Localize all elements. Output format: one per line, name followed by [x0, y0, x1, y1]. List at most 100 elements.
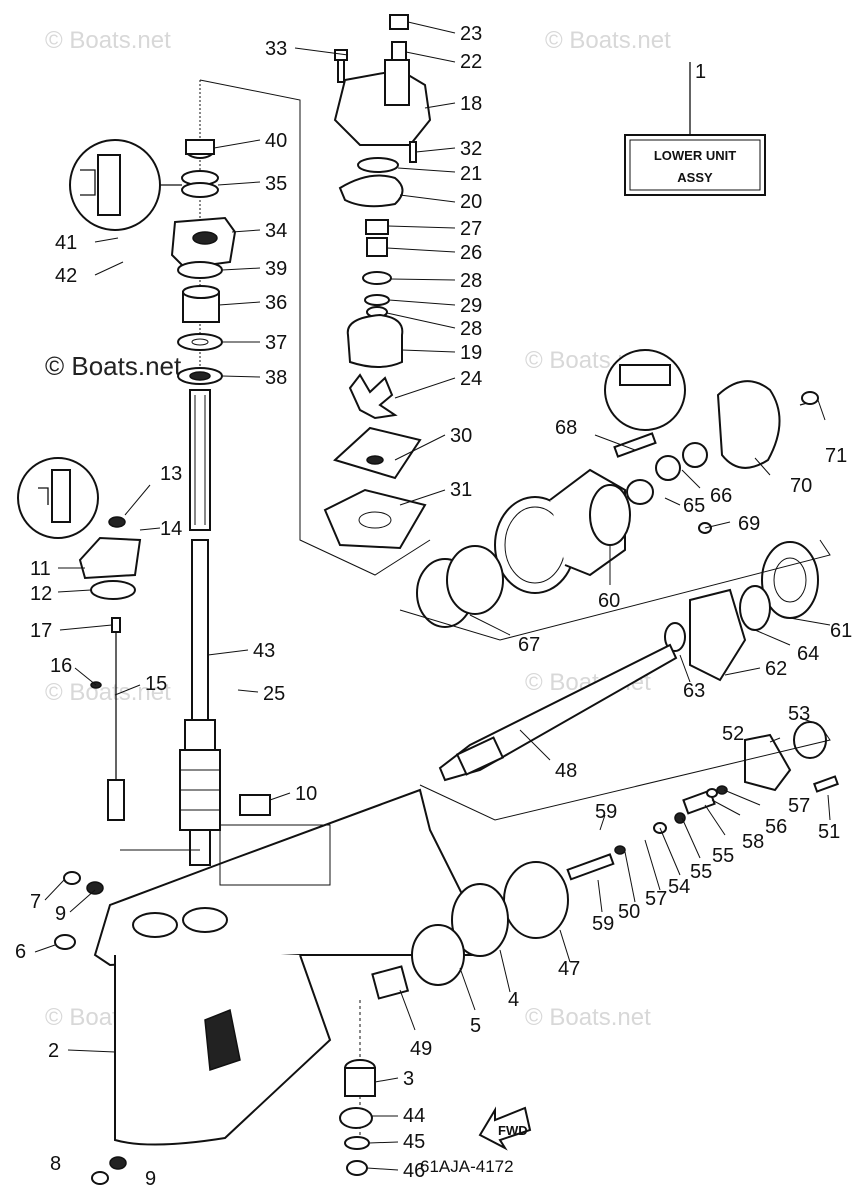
callout: 40	[265, 130, 287, 152]
callout: 9	[145, 1168, 156, 1190]
callout: 48	[555, 760, 577, 782]
callout: 69	[738, 513, 760, 535]
callout: 44	[403, 1105, 425, 1127]
callout: 19	[460, 342, 482, 364]
shift-detail	[17, 457, 142, 821]
drive-shaft-housing-stack	[170, 139, 237, 385]
lower-case-housing	[54, 788, 482, 1185]
callout: 30	[450, 425, 472, 447]
callout: 39	[265, 258, 287, 280]
callout: 28	[460, 270, 482, 292]
callout: 55	[690, 861, 712, 883]
callout: 47	[558, 958, 580, 980]
callout: 66	[710, 485, 732, 507]
callout: 9	[55, 903, 66, 925]
callout: 70	[790, 475, 812, 497]
callout: 45	[403, 1131, 425, 1153]
callout: 5	[470, 1015, 481, 1037]
callout: 64	[797, 643, 819, 665]
callout: 16	[50, 655, 72, 677]
callout: 15	[145, 673, 167, 695]
callout: 63	[683, 680, 705, 702]
callout: 43	[253, 640, 275, 662]
callout: 6	[15, 941, 26, 963]
callout: 31	[450, 479, 472, 501]
callout: 18	[460, 93, 482, 115]
callout: 17	[30, 620, 52, 642]
callout: 59	[595, 801, 617, 823]
callout: 57	[645, 888, 667, 910]
callout: 11	[30, 558, 51, 580]
callout: 8	[50, 1153, 61, 1175]
watermark: © Boats.net	[45, 27, 171, 54]
callout: 58	[742, 831, 764, 853]
callout: 21	[460, 163, 482, 185]
callout: 28	[460, 318, 482, 340]
callout: 46	[403, 1160, 425, 1182]
callout: 59	[592, 913, 614, 935]
callout: 26	[460, 242, 482, 264]
callout: 68	[555, 417, 577, 439]
callout: 2	[48, 1040, 59, 1062]
callout: 38	[265, 367, 287, 389]
fwd-arrow: FWD	[478, 1106, 532, 1151]
watermark: © Boats.net	[525, 1004, 651, 1031]
callout: 34	[265, 220, 287, 242]
diagram-code: 61AJA-4172	[420, 1157, 514, 1176]
callout: 61	[830, 620, 852, 642]
callout: 56	[765, 816, 787, 838]
main-watermark: © Boats.net	[45, 351, 182, 381]
callout: 60	[598, 590, 620, 612]
callout: 27	[460, 218, 482, 240]
callout: 42	[55, 265, 77, 287]
callout: 14	[160, 518, 182, 540]
callout: 36	[265, 292, 287, 314]
leader-lines	[34, 21, 831, 1171]
callout: 23	[460, 23, 482, 45]
callout: 25	[263, 683, 285, 705]
callout: 4	[508, 989, 519, 1011]
callout: 53	[788, 703, 810, 725]
callout: 7	[30, 891, 41, 913]
water-pump-stack	[323, 14, 432, 550]
callout: 67	[518, 634, 540, 656]
callout: 50	[618, 901, 640, 923]
callout: 22	[460, 51, 482, 73]
callout: 41	[55, 232, 77, 254]
callout-numbers: 23 22 33 18 32 21 20 27 26 28 29 28 19 2…	[15, 23, 852, 1190]
watermark: © Boats.net	[45, 679, 171, 706]
callout: 49	[410, 1038, 432, 1060]
callout: 71	[825, 445, 847, 467]
callout: 35	[265, 173, 287, 195]
callout: 12	[30, 583, 52, 605]
callout: 54	[668, 876, 690, 898]
callout: 62	[765, 658, 787, 680]
propeller-shaft	[411, 643, 839, 986]
group-outlines	[120, 79, 831, 851]
callout-1: 1	[695, 61, 706, 83]
callout: 33	[265, 38, 287, 60]
callout: 29	[460, 295, 482, 317]
callout: 3	[403, 1068, 414, 1090]
callout: 37	[265, 332, 287, 354]
callout: 10	[295, 783, 317, 805]
drive-shaft	[179, 80, 221, 866]
watermark: © Boats.net	[545, 27, 671, 54]
callout: 55	[712, 845, 734, 867]
fwd-label: FWD	[498, 1123, 528, 1138]
callout: 32	[460, 138, 482, 160]
callout: 13	[160, 463, 182, 485]
callout: 65	[683, 495, 705, 517]
callout: 57	[788, 795, 810, 817]
propeller-shaft-housing	[416, 349, 819, 682]
title-line2: ASSY	[677, 170, 713, 185]
callout: 24	[460, 368, 482, 390]
seal-detail-circle	[69, 139, 182, 231]
callout: 51	[818, 821, 840, 843]
callout: 52	[722, 723, 744, 745]
pinion-stack	[339, 965, 410, 1176]
callout: 20	[460, 191, 482, 213]
title-line1: LOWER UNIT	[654, 148, 736, 163]
title-box: LOWER UNIT ASSY 1	[624, 61, 766, 196]
